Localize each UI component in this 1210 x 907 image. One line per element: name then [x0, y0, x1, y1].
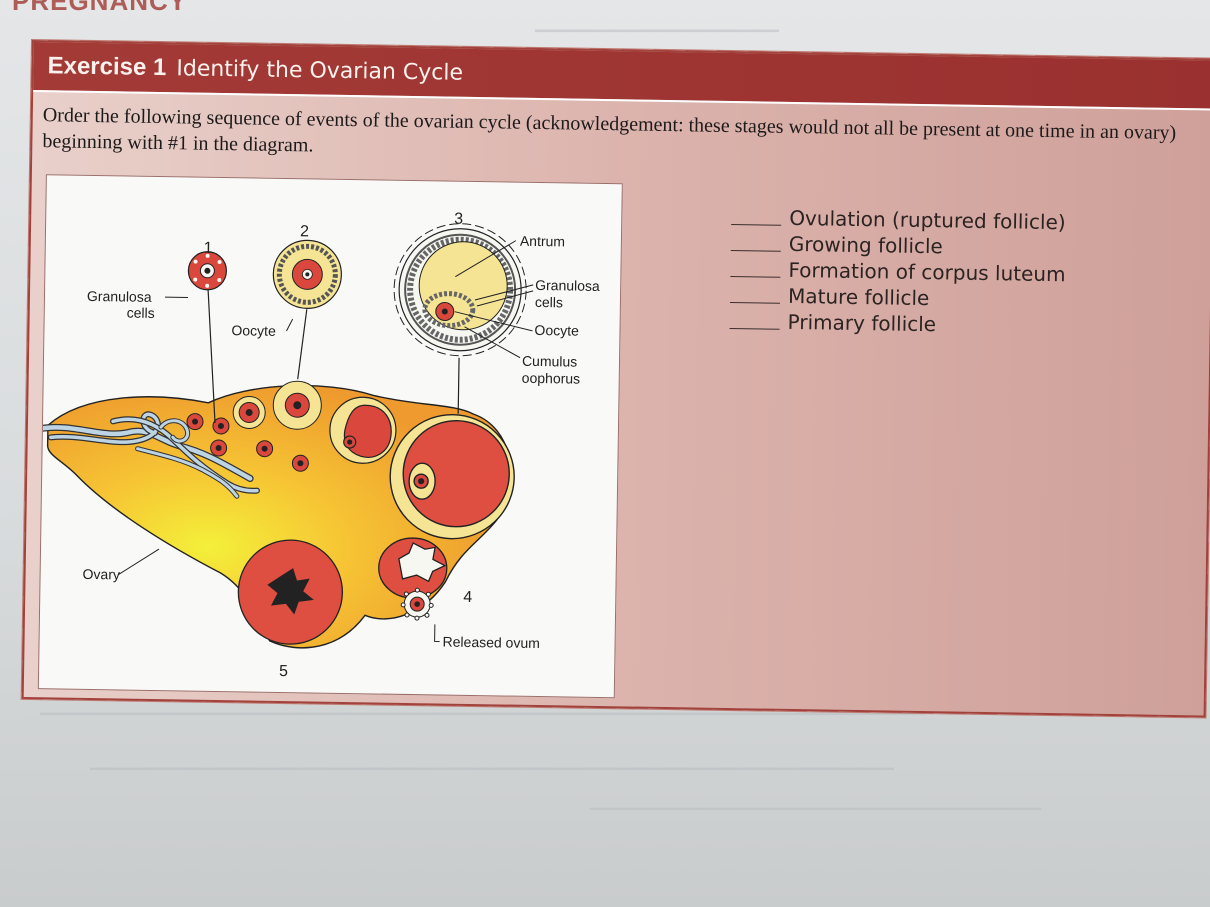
- exercise-box: Exercise 1 Identify the Ovarian Cycle Or…: [21, 40, 1210, 718]
- enlarged-follicle-3: [393, 223, 527, 414]
- diagram-number-5: 5: [279, 663, 288, 680]
- label-granulosa-cells-right-line1: Granulosa: [535, 277, 600, 294]
- label-ovary: Ovary: [82, 566, 120, 583]
- bleed-through-text: ━━━━━━━━━━━━━━━━━━━━━━━━━━━━━━━━━━━━━━━━…: [590, 802, 1042, 818]
- answer-item: Primary follicle: [729, 307, 1064, 338]
- primary-follicles: [232, 380, 322, 430]
- label-oocyte: Oocyte: [231, 322, 276, 339]
- answer-list: Ovulation (ruptured follicle) Growing fo…: [729, 203, 1066, 338]
- exercise-title: Identify the Ovarian Cycle: [176, 55, 464, 86]
- ovarian-cycle-diagram: 1 2 3 4 5 Granulosa cells Oocyte Antrum …: [37, 174, 623, 699]
- page-header-fragment: PREGNANCY: [12, 0, 188, 16]
- answer-blank[interactable]: [730, 275, 781, 278]
- released-ovum: [400, 587, 434, 621]
- leader-lines: [118, 240, 534, 642]
- answer-label: Formation of corpus luteum: [788, 257, 1066, 287]
- answer-blank[interactable]: [730, 250, 781, 252]
- diagram-number-3: 3: [454, 211, 463, 228]
- mature-follicle: [389, 413, 515, 540]
- corpus-luteum: [237, 539, 344, 645]
- label-cumulus-line1: Cumulus: [522, 353, 577, 370]
- label-granulosa-cells-right-line2: cells: [535, 294, 563, 310]
- label-antrum: Antrum: [520, 233, 565, 250]
- label-granulosa-cells-line2: cells: [127, 305, 155, 321]
- exercise-header: Exercise 1 Identify the Ovarian Cycle: [33, 42, 1210, 111]
- diagram-number-2: 2: [300, 223, 309, 240]
- label-granulosa-cells-line1: Granulosa: [87, 288, 152, 305]
- answer-blank[interactable]: [729, 301, 780, 304]
- answer-blank[interactable]: [729, 327, 780, 330]
- growing-follicle: [329, 396, 397, 464]
- label-released-ovum: Released ovum: [442, 634, 540, 652]
- primordial-follicles: [186, 413, 309, 472]
- enlarged-follicle-1: [187, 251, 227, 423]
- ruptured-follicle: [378, 537, 448, 599]
- diagram-number-1: 1: [204, 240, 213, 257]
- diagram-number-4: 4: [463, 589, 472, 606]
- answer-blank[interactable]: [731, 224, 782, 226]
- answer-label: Growing follicle: [788, 231, 944, 259]
- exercise-label: Exercise 1: [47, 52, 167, 82]
- answer-label: Ovulation (ruptured follicle): [789, 205, 1066, 235]
- exercise-instructions: Order the following sequence of events o…: [42, 104, 1177, 157]
- bleed-through-text: ━━━━━━━━━━━━━━━━━━━━━━━━━━━━━━━━━━━━━━━━…: [40, 707, 926, 723]
- answer-label: Primary follicle: [787, 309, 937, 337]
- bleed-through-text: ━━━━━━━━━━━━━━━━━━━━━━━━━━━━━━━━━━━━━━━━…: [90, 762, 894, 778]
- bleed-through-text: ━━━━━━━━━━━━━━━━━━━━━━━━━━━: [535, 24, 779, 40]
- ovarian-vessels: [39, 411, 260, 499]
- label-cumulus-line2: oophorus: [522, 370, 581, 387]
- enlarged-follicle-2: [272, 239, 342, 380]
- answer-label: Mature follicle: [787, 283, 930, 311]
- label-oocyte-right: Oocyte: [534, 322, 579, 339]
